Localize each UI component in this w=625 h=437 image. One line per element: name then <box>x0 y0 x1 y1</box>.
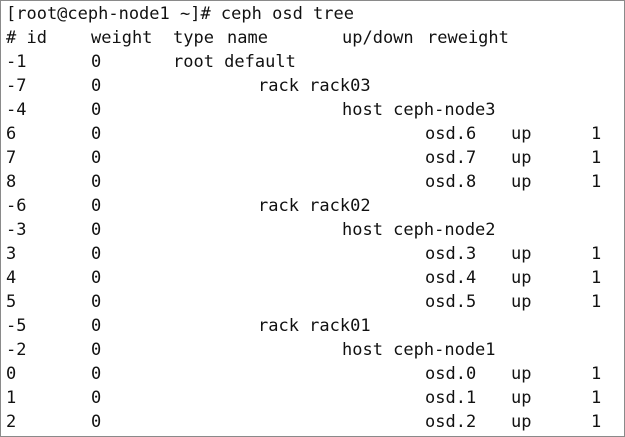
row-status: up <box>511 292 532 312</box>
row-weight: 0 <box>91 124 102 144</box>
row-entry: osd.5 <box>425 292 477 312</box>
tree-row-host: -2 0 host ceph-node1 <box>1 339 624 362</box>
row-id: 7 <box>6 148 17 168</box>
tree-row-rack: -7 0 rack rack03 <box>1 75 624 98</box>
row-reweight: 1 <box>591 244 602 264</box>
row-weight: 0 <box>91 316 102 336</box>
row-id: -2 <box>6 340 27 360</box>
row-entry: osd.1 <box>425 388 477 408</box>
row-status: up <box>511 124 532 144</box>
row-id: 5 <box>6 292 17 312</box>
row-status: up <box>511 244 532 264</box>
row-weight: 0 <box>91 244 102 264</box>
row-weight: 0 <box>91 220 102 240</box>
header-id: # id <box>6 28 47 48</box>
header-up-down: up/down <box>342 28 414 48</box>
row-weight: 0 <box>91 76 102 96</box>
tree-row-rack: -5 0 rack rack01 <box>1 315 624 338</box>
tree-row-osd: 4 0 osd.4 up 1 <box>1 267 624 290</box>
row-entry: host ceph-node1 <box>342 340 496 360</box>
row-status: up <box>511 268 532 288</box>
row-status: up <box>511 388 532 408</box>
row-weight: 0 <box>91 52 102 72</box>
row-entry: osd.6 <box>425 124 477 144</box>
row-weight: 0 <box>91 292 102 312</box>
row-weight: 0 <box>91 100 102 120</box>
tree-row-osd: 6 0 osd.6 up 1 <box>1 123 624 146</box>
row-weight: 0 <box>91 148 102 168</box>
command-prompt: [root@ceph-node1 ~]# ceph osd tree <box>6 4 354 24</box>
row-reweight: 1 <box>591 148 602 168</box>
row-entry: osd.7 <box>425 148 477 168</box>
tree-row-osd: 7 0 osd.7 up 1 <box>1 147 624 170</box>
row-weight: 0 <box>91 172 102 192</box>
tree-header: # id weight type name up/down reweight <box>1 27 624 50</box>
row-id: -3 <box>6 220 27 240</box>
tree-row-osd: 5 0 osd.5 up 1 <box>1 291 624 314</box>
tree-row-osd: 2 0 osd.2 up 1 <box>1 411 624 434</box>
tree-row-osd: 1 0 osd.1 up 1 <box>1 387 624 410</box>
row-id: 8 <box>6 172 17 192</box>
row-id: 0 <box>6 364 17 384</box>
row-id: -5 <box>6 316 27 336</box>
row-id: 4 <box>6 268 17 288</box>
row-weight: 0 <box>91 196 102 216</box>
row-entry: rack rack02 <box>258 196 371 216</box>
tree-row-host: -3 0 host ceph-node2 <box>1 219 624 242</box>
row-entry: rack rack01 <box>258 316 371 336</box>
row-status: up <box>511 412 532 432</box>
row-status: up <box>511 364 532 384</box>
header-name: name <box>227 28 268 48</box>
row-entry: host ceph-node2 <box>342 220 496 240</box>
row-reweight: 1 <box>591 388 602 408</box>
row-reweight: 1 <box>591 364 602 384</box>
header-weight: weight <box>91 28 153 48</box>
row-reweight: 1 <box>591 124 602 144</box>
row-weight: 0 <box>91 412 102 432</box>
row-weight: 0 <box>91 388 102 408</box>
row-weight: 0 <box>91 364 102 384</box>
command-line: [root@ceph-node1 ~]# ceph osd tree <box>1 3 624 26</box>
row-id: -1 <box>6 52 27 72</box>
row-reweight: 1 <box>591 412 602 432</box>
tree-row-osd: 0 0 osd.0 up 1 <box>1 363 624 386</box>
row-status: up <box>511 148 532 168</box>
row-id: 1 <box>6 388 17 408</box>
row-id: 6 <box>6 124 17 144</box>
tree-row-rack: -6 0 rack rack02 <box>1 195 624 218</box>
row-entry: osd.2 <box>425 412 477 432</box>
row-entry: root default <box>173 52 296 72</box>
row-id: -7 <box>6 76 27 96</box>
row-entry: osd.3 <box>425 244 477 264</box>
header-type: type <box>173 28 214 48</box>
row-reweight: 1 <box>591 292 602 312</box>
row-id: 3 <box>6 244 17 264</box>
tree-row-host: -4 0 host ceph-node3 <box>1 99 624 122</box>
row-id: -4 <box>6 100 27 120</box>
header-reweight: reweight <box>427 28 509 48</box>
tree-row-root: -1 0 root default <box>1 51 624 74</box>
tree-row-osd: 8 0 osd.8 up 1 <box>1 171 624 194</box>
row-entry: osd.8 <box>425 172 477 192</box>
row-weight: 0 <box>91 268 102 288</box>
row-entry: osd.0 <box>425 364 477 384</box>
row-id: 2 <box>6 412 17 432</box>
row-status: up <box>511 172 532 192</box>
tree-row-osd: 3 0 osd.3 up 1 <box>1 243 624 266</box>
row-reweight: 1 <box>591 268 602 288</box>
row-weight: 0 <box>91 340 102 360</box>
row-entry: rack rack03 <box>258 76 371 96</box>
row-reweight: 1 <box>591 172 602 192</box>
row-entry: host ceph-node3 <box>342 100 496 120</box>
row-id: -6 <box>6 196 27 216</box>
row-entry: osd.4 <box>425 268 477 288</box>
